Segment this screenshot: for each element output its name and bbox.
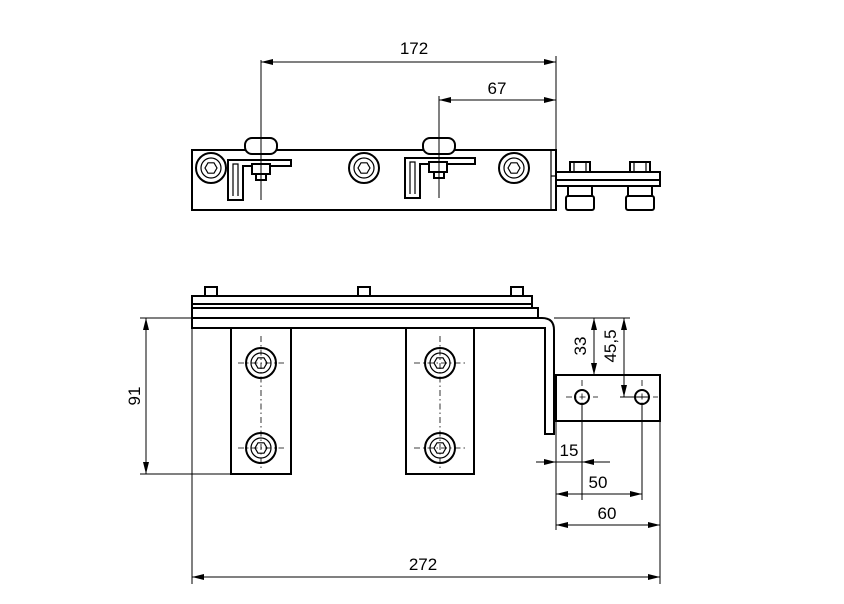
top-view (191, 60, 661, 211)
l-bracket (191, 317, 555, 435)
dimension-172: 172 (261, 39, 557, 150)
dim-text-50: 50 (589, 473, 608, 492)
main-rail (191, 307, 539, 319)
dimension-272: 272 (191, 318, 660, 584)
clamp-left (227, 137, 292, 201)
hex-bolt-icon (498, 152, 530, 184)
dimension-33: 33 (554, 317, 630, 375)
hex-bolt-icon (195, 152, 227, 184)
bracket-top (555, 161, 661, 211)
front-view (191, 286, 661, 475)
dim-text-91: 91 (125, 387, 144, 406)
dimension-15: 15 (536, 404, 610, 500)
dim-text-45-5: 45,5 (601, 329, 620, 362)
side-bracket (555, 374, 661, 422)
top-strip (191, 295, 533, 305)
dimension-45-5: 45,5 (601, 318, 648, 398)
dimension-67: 67 (439, 79, 556, 103)
dim-text-15: 15 (560, 441, 579, 460)
hex-bolt-icon (348, 152, 380, 184)
dimension-50: 50 (555, 404, 643, 530)
dim-text-272: 272 (409, 555, 437, 574)
dim-text-33: 33 (571, 337, 590, 356)
dimension-91: 91 (125, 317, 231, 475)
dim-text-67: 67 (488, 79, 507, 98)
dim-text-60: 60 (598, 504, 617, 523)
dimension-60: 60 (556, 421, 661, 584)
clamp-middle (404, 137, 476, 199)
dim-text-172: 172 (400, 39, 428, 58)
